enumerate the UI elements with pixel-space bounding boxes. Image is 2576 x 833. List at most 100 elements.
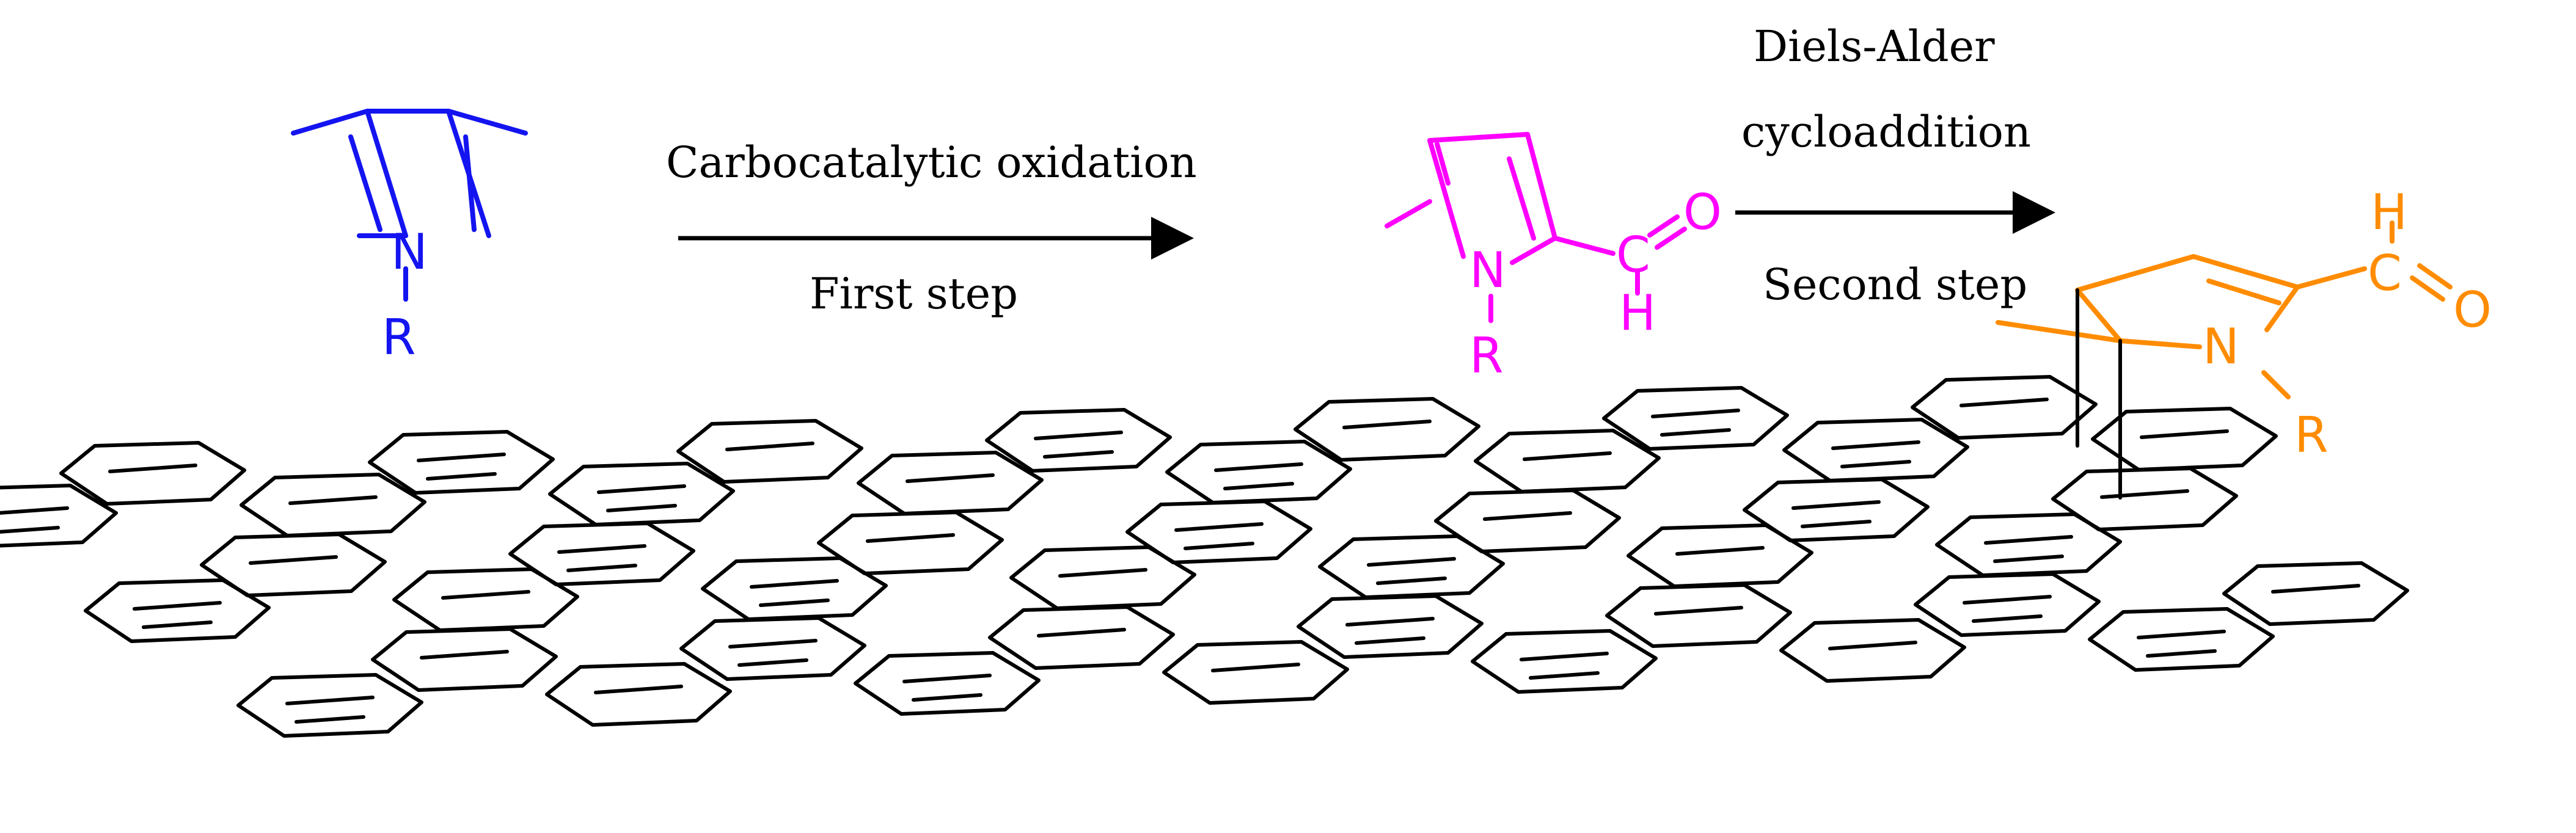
graphene-hexagon bbox=[817, 511, 1004, 575]
step2-arrow-group: Diels-Alder cycloaddition Second step bbox=[1735, 21, 2055, 310]
graphene-hexagon bbox=[988, 605, 1175, 670]
graphene-double-bond bbox=[1520, 652, 1609, 661]
graphene-hexagon bbox=[1914, 572, 2101, 637]
adduct-bridge-bonds bbox=[2076, 288, 2122, 500]
graphene-double-bond bbox=[295, 715, 365, 724]
graphene-double-bond bbox=[566, 564, 637, 572]
product-co-double-2 bbox=[2410, 275, 2445, 302]
graphene-double-bond bbox=[1367, 557, 1456, 567]
graphene-hexagon bbox=[2088, 607, 2275, 672]
graphene-double-bond bbox=[1963, 595, 2052, 605]
intermediate-pyrrole-aldehyde: N R C O H bbox=[1385, 132, 1722, 384]
intermediate-c-atom: C bbox=[1616, 227, 1650, 283]
graphene-double-bond bbox=[1043, 450, 1114, 459]
graphene-hexagon bbox=[2222, 561, 2409, 626]
graphene-double-bond bbox=[606, 504, 677, 512]
graphene-double-bond bbox=[1355, 636, 1425, 645]
graphene-double-bond bbox=[1959, 398, 2049, 407]
intermediate-co-double-2 bbox=[1655, 227, 1687, 250]
graphene-hexagon bbox=[371, 627, 558, 692]
graphene-double-bond bbox=[759, 598, 830, 607]
intermediate-ring-right bbox=[1525, 132, 1557, 241]
reactant-r-group: R bbox=[382, 309, 416, 366]
graphene-hexagon bbox=[1605, 583, 1792, 648]
graphene-double-bond bbox=[288, 495, 378, 505]
product-ring-right bbox=[2264, 285, 2300, 332]
graphene-double-bond bbox=[1984, 535, 2073, 545]
graphene-double-bond bbox=[2146, 649, 2217, 658]
graphene-double-bond bbox=[441, 590, 530, 600]
product-methyl bbox=[1996, 320, 2123, 343]
graphene-hexagon bbox=[1471, 629, 1658, 694]
graphene-hexagon bbox=[1782, 418, 1969, 482]
reactant-n-atom: N bbox=[391, 224, 428, 280]
product-ring-bottom bbox=[2118, 338, 2202, 349]
graphene-double-bond bbox=[142, 620, 213, 629]
graphene-hexagon bbox=[679, 616, 866, 681]
graphene-double-bond bbox=[737, 658, 808, 667]
graphene-hexagon bbox=[1911, 375, 2098, 440]
graphene-double-bond bbox=[1184, 542, 1254, 550]
graphene-double-bond bbox=[285, 696, 375, 705]
graphene-double-bond bbox=[417, 453, 506, 462]
graphene-double-bond bbox=[1211, 663, 1300, 672]
product-o-atom: O bbox=[2453, 282, 2492, 338]
graphene-hexagon bbox=[1165, 440, 1352, 504]
intermediate-c-bond bbox=[1553, 236, 1615, 256]
reactant-methyl-left bbox=[291, 109, 370, 136]
step2-label-above-1: Diels-Alder bbox=[1754, 21, 1995, 71]
product-co-double-1 bbox=[2417, 263, 2453, 289]
intermediate-left-double bbox=[1435, 142, 1451, 186]
product-r-group: R bbox=[2294, 407, 2329, 464]
graphene-double-bond bbox=[750, 579, 839, 589]
graphene-double-bond bbox=[1214, 462, 1303, 472]
intermediate-n-atom: N bbox=[1469, 242, 1506, 299]
intermediate-h-atom: H bbox=[1619, 285, 1656, 341]
graphene-double-bond bbox=[2140, 429, 2229, 439]
graphene-double-bond bbox=[1972, 614, 2043, 623]
step1-arrow-group: Carbocatalytic oxidation First step bbox=[666, 137, 1197, 319]
graphene-hexagon bbox=[59, 441, 246, 506]
graphene-double-bond bbox=[0, 526, 60, 534]
graphene-double-bond bbox=[2271, 584, 2360, 594]
graphene-hexagon bbox=[545, 662, 732, 727]
graphene-hexagon bbox=[1602, 386, 1789, 451]
product-n-r-bond bbox=[2261, 370, 2291, 399]
graphene-double-bond bbox=[0, 506, 69, 515]
graphene-hexagon bbox=[1293, 397, 1480, 462]
graphene-double-bond bbox=[1376, 577, 1447, 585]
graphene-double-bond bbox=[1654, 606, 1743, 616]
product-cycloadduct: N R C O H bbox=[1996, 184, 2492, 464]
graphene-double-bond bbox=[133, 601, 222, 611]
graphene-hexagon bbox=[200, 533, 387, 597]
graphene-double-bond bbox=[1034, 431, 1123, 440]
graphene-double-bond bbox=[1529, 671, 1600, 680]
product-ring-top-right-double bbox=[2206, 278, 2281, 305]
product-ring-top-right bbox=[2191, 254, 2300, 289]
graphene-double-bond bbox=[1791, 500, 1881, 510]
intermediate-ring-right-double bbox=[1507, 156, 1536, 241]
graphene-double-bond bbox=[2137, 630, 2226, 639]
intermediate-ring-left bbox=[1427, 138, 1466, 259]
product-h-atom: H bbox=[2371, 184, 2407, 241]
graphene-double-bond bbox=[1037, 628, 1126, 638]
graphene-double-bond bbox=[1342, 420, 1432, 429]
intermediate-methyl bbox=[1385, 199, 1432, 228]
graphene-double-bond bbox=[1840, 460, 1911, 468]
graphene-double-bond bbox=[1993, 555, 2064, 563]
graphene-hexagon bbox=[857, 451, 1044, 515]
step1-label-below: First step bbox=[810, 269, 1018, 319]
graphene-hexagon bbox=[84, 578, 271, 643]
graphene-hexagon bbox=[2051, 467, 2238, 531]
intermediate-ring-top bbox=[1427, 132, 1530, 143]
graphene-hexagon bbox=[854, 651, 1041, 716]
graphene-hexagon bbox=[548, 462, 735, 526]
graphene-double-bond bbox=[557, 544, 646, 554]
graphene-hexagon bbox=[1474, 429, 1661, 493]
graphene-hexagon bbox=[240, 473, 426, 537]
graphene-hexagon bbox=[1779, 618, 1966, 683]
reactant-double-bond-right bbox=[463, 134, 477, 232]
step1-label-above: Carbocatalytic oxidation bbox=[666, 137, 1197, 187]
graphene-double-bond bbox=[912, 693, 982, 702]
